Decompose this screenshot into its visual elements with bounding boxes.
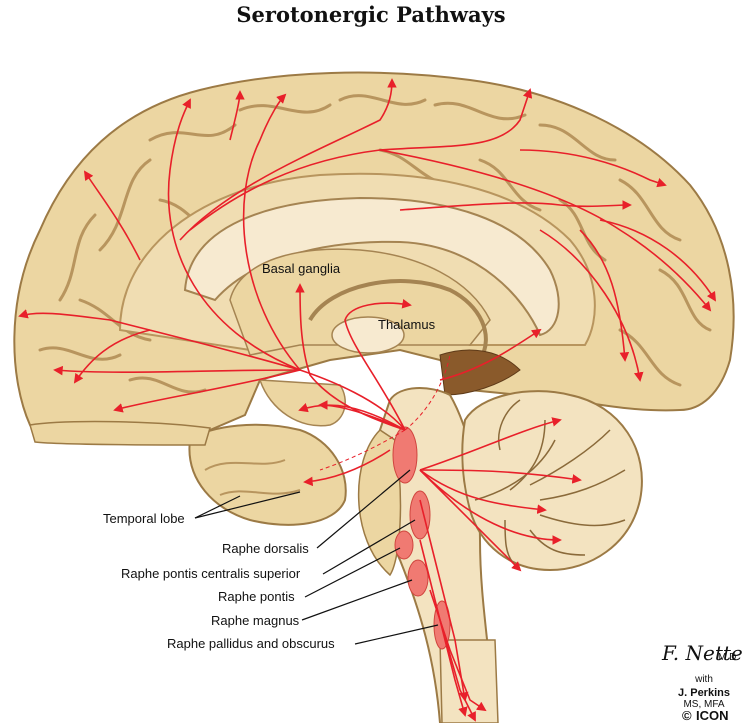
olfactory-bulb bbox=[29, 420, 211, 446]
credit-with: with bbox=[694, 674, 713, 685]
credit-coauthor: J. Perkins bbox=[678, 687, 730, 699]
artist-credit: F. Netter M.D. with J. Perkins MS, MFA ©… bbox=[661, 641, 743, 723]
basal-ganglia-region bbox=[229, 248, 491, 356]
label-raphe-pontis-centralis-superior: Raphe pontis centralis superior bbox=[121, 566, 301, 581]
label-basal-ganglia: Basal ganglia bbox=[262, 261, 341, 276]
publisher-logo: ICON bbox=[696, 708, 729, 723]
signature-suffix: M.D. bbox=[718, 652, 739, 663]
label-raphe-magnus: Raphe magnus bbox=[211, 613, 300, 628]
hypothalamus bbox=[258, 379, 346, 427]
leader-lines bbox=[194, 469, 439, 645]
raphe-pontis-centralis-superior-nucleus bbox=[409, 490, 431, 540]
raphe-dorsalis-nucleus bbox=[392, 426, 418, 484]
temporal-lobe bbox=[188, 423, 347, 526]
credit-degree: MS, MFA bbox=[683, 699, 724, 710]
thalamus bbox=[331, 316, 405, 354]
arbor-vitae bbox=[474, 399, 626, 566]
copyright-symbol: © bbox=[682, 708, 692, 723]
label-thalamus: Thalamus bbox=[378, 317, 436, 332]
signature: F. Netter bbox=[661, 641, 743, 665]
label-raphe-dorsalis: Raphe dorsalis bbox=[222, 541, 309, 556]
label-temporal-lobe: Temporal lobe bbox=[103, 511, 185, 526]
corpus-callosum bbox=[183, 196, 560, 337]
cerebellum bbox=[461, 390, 643, 572]
serotonergic-pathways bbox=[18, 78, 717, 722]
raphe-pontis-nucleus bbox=[394, 530, 414, 560]
diagram-title: Serotonergic Pathways bbox=[236, 2, 505, 27]
dashed-pathways bbox=[319, 354, 451, 471]
label-raphe-pallidus-obscurus: Raphe pallidus and obscurus bbox=[167, 636, 335, 651]
raphe-nuclei bbox=[392, 426, 451, 650]
temporal-fold bbox=[219, 489, 301, 496]
pons-bulge bbox=[357, 429, 402, 577]
temporal-fold bbox=[204, 459, 286, 471]
tectum bbox=[439, 349, 521, 396]
label-raphe-pontis: Raphe pontis bbox=[218, 589, 295, 604]
raphe-magnus-nucleus bbox=[407, 559, 429, 597]
fornix bbox=[308, 279, 488, 362]
